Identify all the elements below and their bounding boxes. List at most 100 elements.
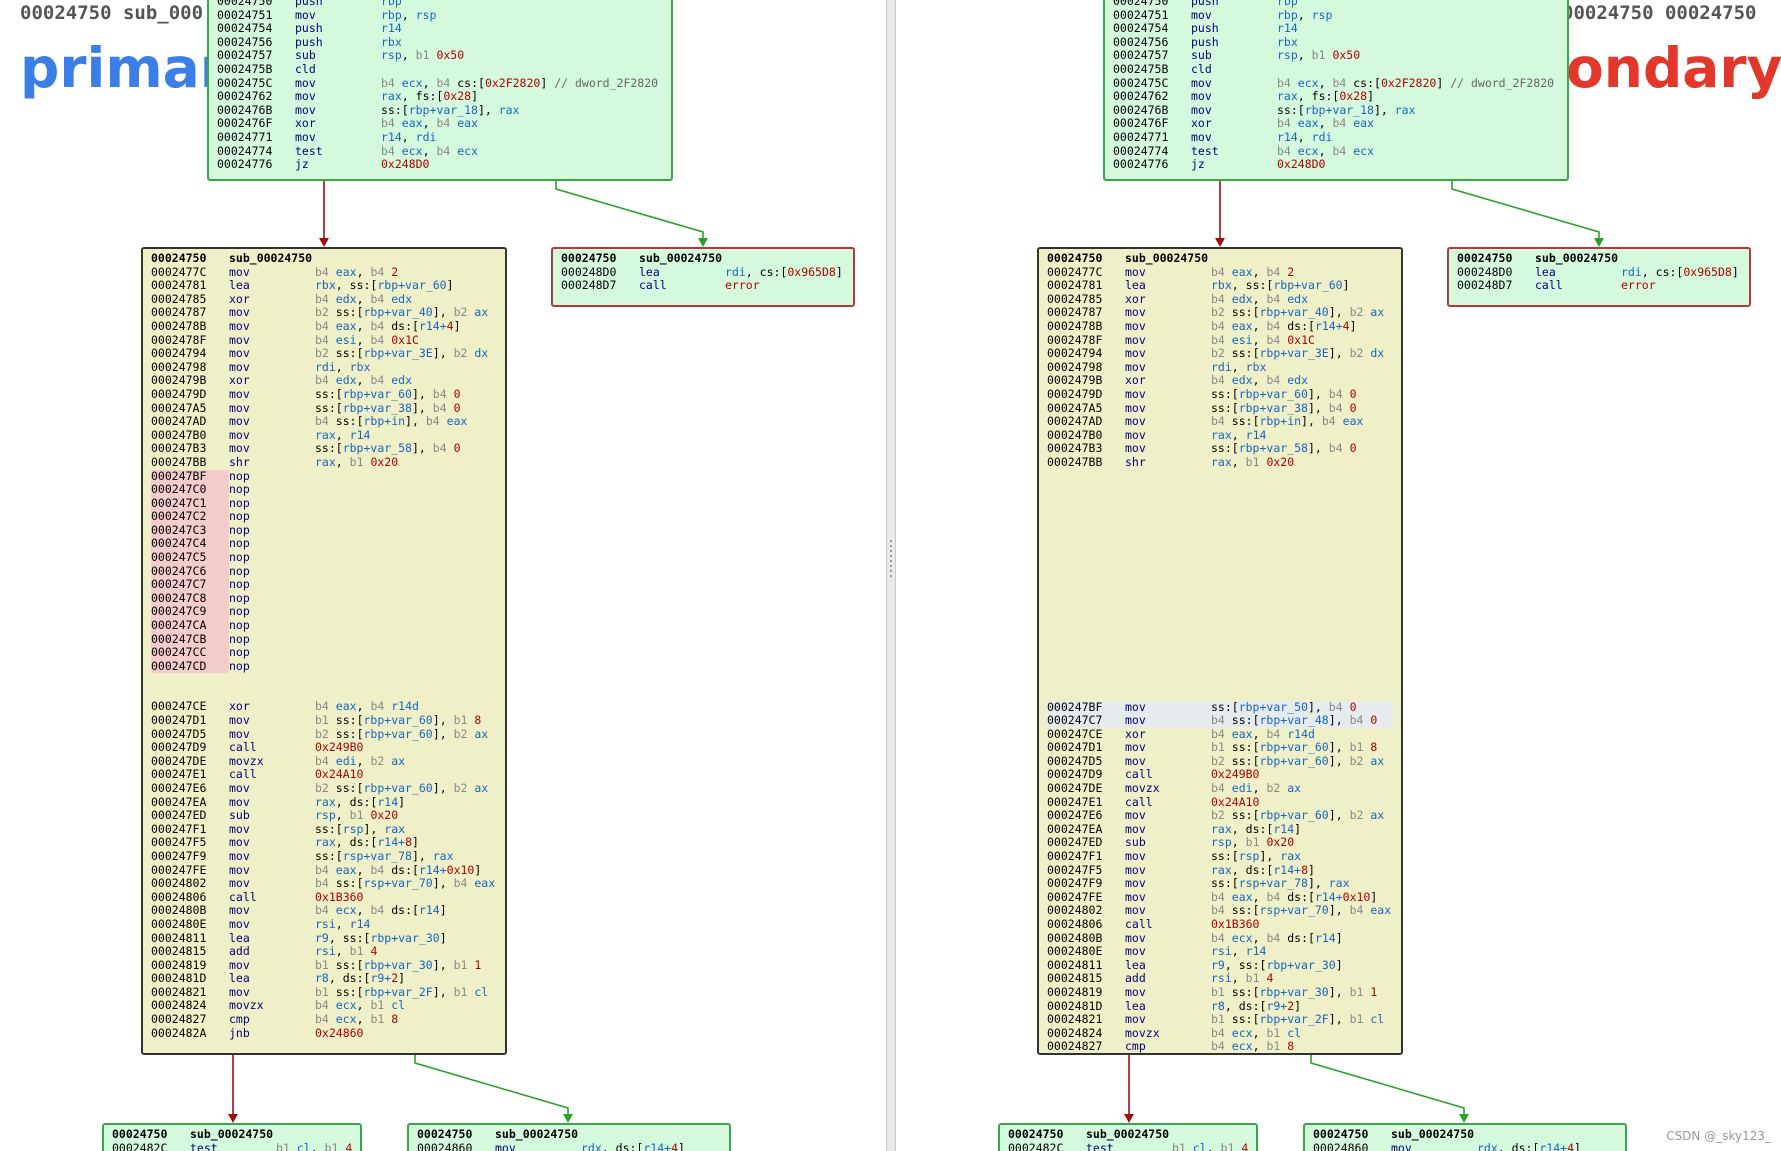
split-divider[interactable] [886,0,896,1151]
